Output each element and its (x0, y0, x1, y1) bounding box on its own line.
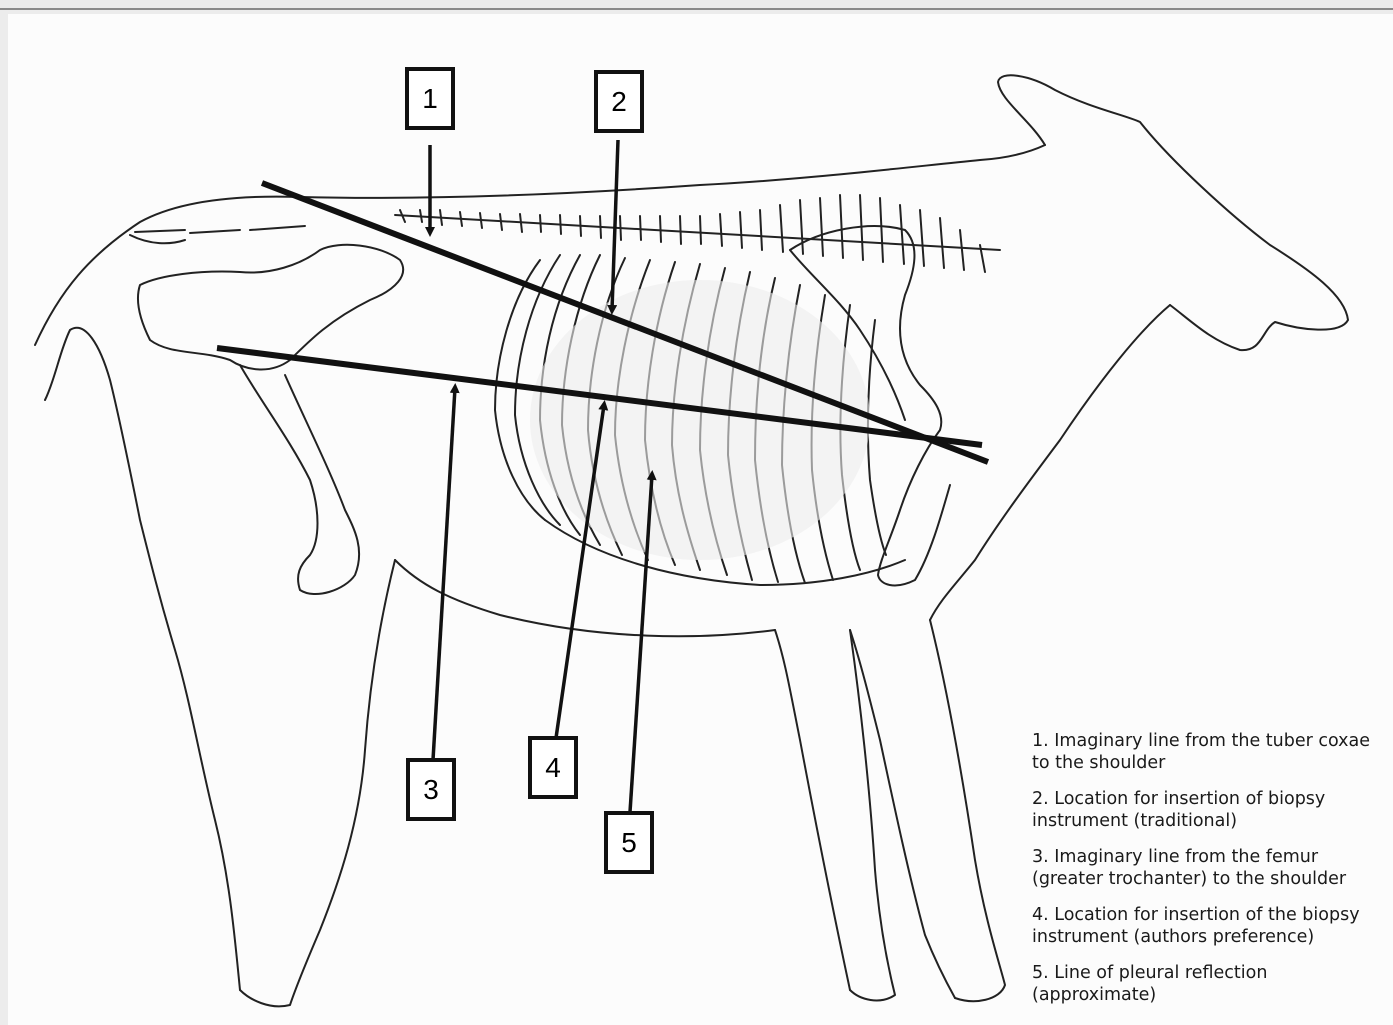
marker-3: 3 (408, 760, 454, 819)
marker-5-label: 5 (621, 827, 637, 858)
marker-2-label: 2 (611, 86, 627, 117)
marker-3-label: 3 (423, 774, 439, 805)
legend-item-4: 4. Location for insertion of the biopsy … (1032, 904, 1382, 948)
marker-4: 4 (530, 738, 576, 797)
legend-item-1: 1. Imaginary line from the tuber coxae t… (1032, 730, 1382, 774)
marker-4-label: 4 (545, 752, 561, 783)
legend-item-3: 3. Imaginary line from the femur (greate… (1032, 846, 1382, 890)
legend: 1. Imaginary line from the tuber coxae t… (1032, 730, 1382, 1020)
arrow-2 (612, 140, 618, 310)
marker-1-label: 1 (422, 83, 438, 114)
legend-item-2: 2. Location for insertion of biopsy inst… (1032, 788, 1382, 832)
legend-item-5: 5. Line of pleural reflection (approxima… (1032, 962, 1382, 1006)
marker-1: 1 (407, 69, 453, 128)
arrow-3 (433, 388, 455, 760)
marker-5: 5 (606, 813, 652, 872)
marker-2: 2 (596, 72, 642, 131)
